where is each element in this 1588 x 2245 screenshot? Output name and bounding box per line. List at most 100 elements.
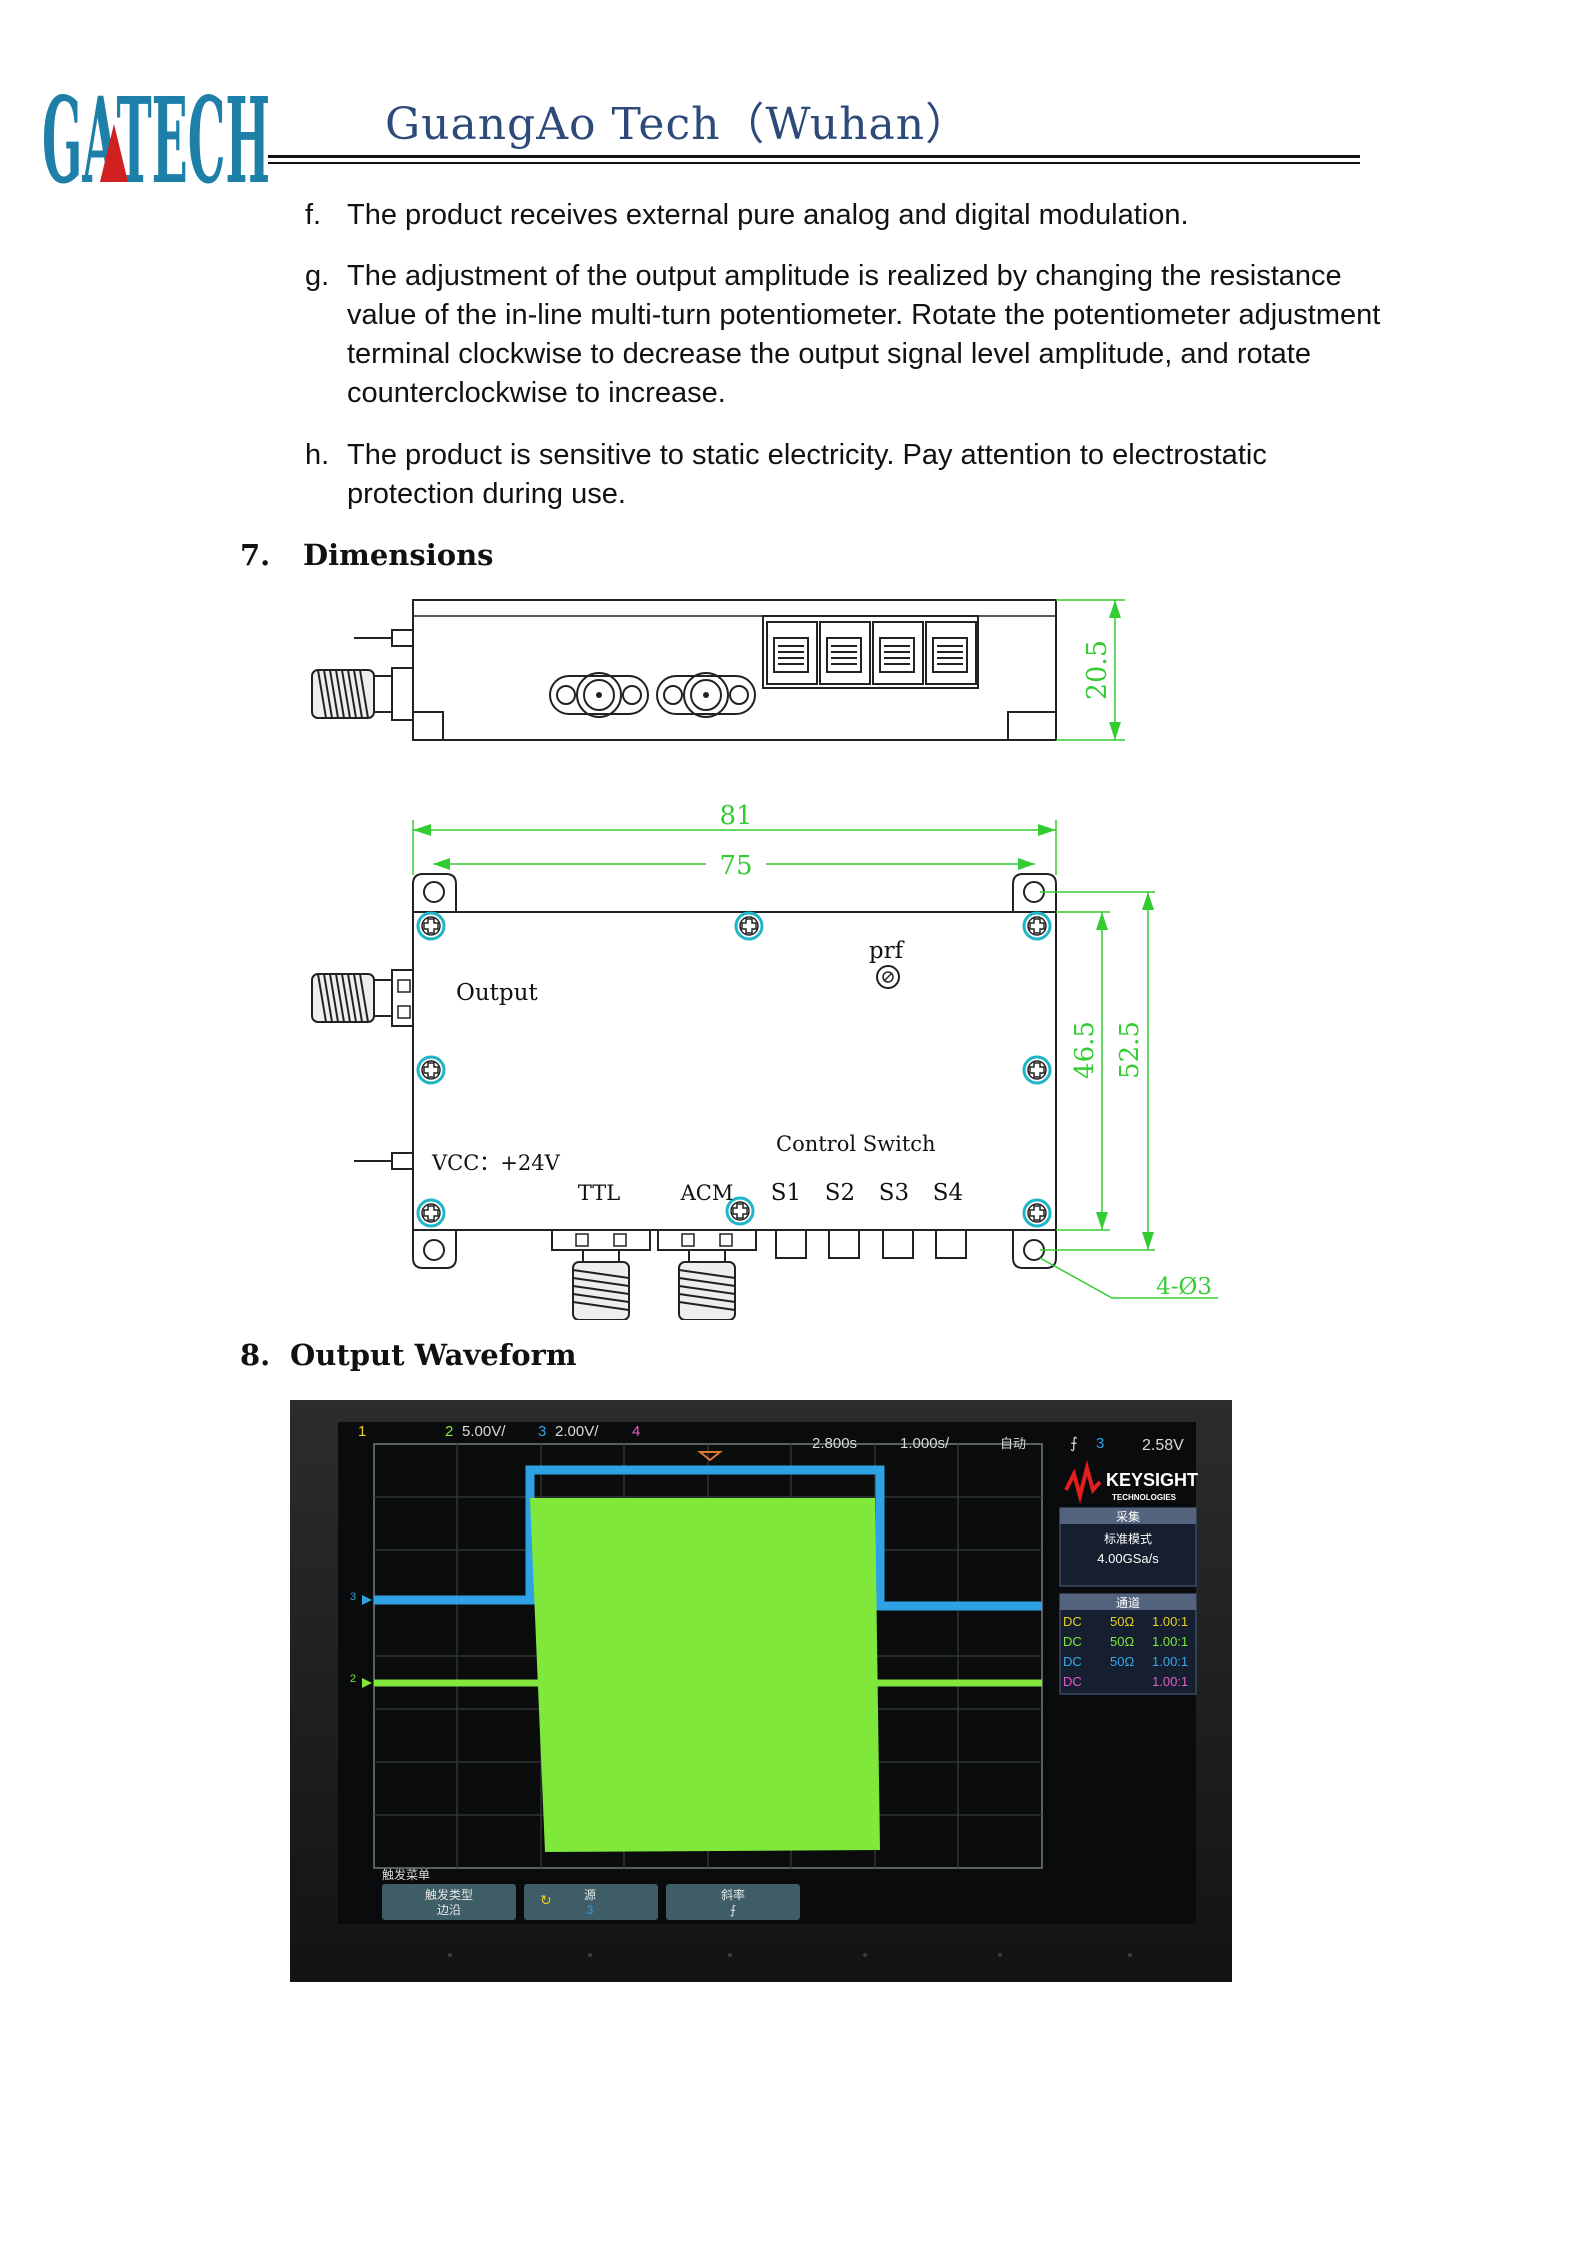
item-text: The product receives external pure analo… <box>347 199 1189 231</box>
s3-label: S3 <box>879 1180 909 1206</box>
item-text: The product is sensitive to static elect… <box>347 439 1267 510</box>
svg-text:DC: DC <box>1063 1614 1082 1629</box>
channel-row: DC 50Ω 1.00:1 <box>1063 1654 1188 1669</box>
brand-sub: TECHNOLOGIES <box>1112 1493 1177 1502</box>
softkey-trigger-type[interactable]: 触发类型 边沿 <box>382 1884 516 1920</box>
softkey-source[interactable]: ↻ 源 3 <box>524 1884 658 1920</box>
softkey-menu-title: 触发菜单 <box>382 1867 430 1882</box>
acq-title: 采集 <box>1116 1509 1140 1524</box>
sma-connector-icon <box>311 667 414 721</box>
section-title: Output Waveform <box>290 1338 577 1372</box>
ch2-label: 2 <box>445 1423 453 1440</box>
switch-icon <box>819 621 871 685</box>
acq-mode: 标准模式 <box>1104 1532 1152 1546</box>
channel-row: DC 50Ω 1.00:1 <box>1063 1634 1188 1649</box>
potentiometer-icon <box>876 965 900 989</box>
svg-text:DC: DC <box>1063 1634 1082 1649</box>
top-view-drawing: 81 75 prf Output <box>300 800 1220 1321</box>
time-delay: 2.800s <box>812 1435 857 1452</box>
logo-text: GATECH <box>42 84 270 194</box>
section-number: 8. <box>240 1338 271 1372</box>
svg-text:1.00:1: 1.00:1 <box>1152 1614 1188 1629</box>
dim-height: 20.5 <box>1082 640 1113 700</box>
dim-depth-outer: 52.5 <box>1115 1021 1145 1079</box>
ttl-label: TTL <box>578 1181 620 1205</box>
acquisition-mode: 自动 <box>1000 1436 1026 1451</box>
screw-icon <box>416 1055 446 1085</box>
ch4-label: 4 <box>632 1423 640 1440</box>
screw-icon <box>416 911 446 941</box>
control-switch-label: Control Switch <box>776 1132 936 1156</box>
screw-icon <box>1022 1198 1052 1228</box>
sma-connector-icon <box>551 1229 651 1321</box>
vcc-label: VCC：+24V <box>431 1151 561 1175</box>
screw-icon <box>734 911 764 941</box>
prf-label: prf <box>869 938 905 964</box>
s1-label: S1 <box>771 1180 801 1206</box>
dim-depth-inner: 46.5 <box>1070 1021 1100 1079</box>
svg-text:1.00:1: 1.00:1 <box>1152 1634 1188 1649</box>
screw-icon <box>1022 1055 1052 1085</box>
output-label: Output <box>456 980 538 1006</box>
list-item-h: h. The product is sensitive to static el… <box>305 436 1385 514</box>
svg-text:斜率: 斜率 <box>721 1887 745 1902</box>
channel-panel <box>1059 1593 1197 1695</box>
oscilloscope-screenshot: 3 2 1 2 5.00V/ 3 2.00V/ 4 2.800s 1.000s/… <box>290 1400 1232 1982</box>
ch2-scale: 5.00V/ <box>462 1423 506 1440</box>
s4-label: S4 <box>933 1180 963 1206</box>
side-view-drawing: 20.5 <box>300 590 1160 750</box>
trigger-channel: 3 <box>1096 1435 1104 1452</box>
company-logo: GATECH <box>42 71 272 210</box>
ch2-marker: 2 <box>350 1673 356 1685</box>
switch-icon <box>766 621 818 685</box>
s2-label: S2 <box>825 1180 855 1206</box>
section-title: Dimensions <box>303 538 494 572</box>
acq-rate: 4.00GSa/s <box>1097 1551 1159 1566</box>
list-item-f: f. The product receives external pure an… <box>305 196 1385 235</box>
svg-text:触发类型: 触发类型 <box>425 1887 473 1902</box>
ch1-label: 1 <box>358 1423 366 1440</box>
item-label: g. <box>305 260 330 292</box>
channel-row: DC 1.00:1 <box>1063 1674 1188 1689</box>
svg-text:50Ω: 50Ω <box>1110 1634 1134 1649</box>
ch2-modulated-envelope <box>530 1498 880 1852</box>
screw-icon <box>416 1198 446 1228</box>
time-scale: 1.000s/ <box>900 1435 950 1452</box>
dim-holes: 4-Ø3 <box>1156 1274 1212 1300</box>
dim-width-inner: 75 <box>719 851 752 881</box>
channel-row: DC 50Ω 1.00:1 <box>1063 1614 1188 1629</box>
bezel-buttons <box>448 1953 1132 1957</box>
screw-icon <box>725 1196 755 1226</box>
svg-text:边沿: 边沿 <box>437 1903 461 1917</box>
connector-icon <box>656 672 756 718</box>
svg-text:1.00:1: 1.00:1 <box>1152 1654 1188 1669</box>
ch3-scale: 2.00V/ <box>555 1423 599 1440</box>
trigger-level: 2.58V <box>1142 1437 1184 1454</box>
acm-label: ACM <box>680 1181 734 1205</box>
screw-icon <box>1022 911 1052 941</box>
section-waveform-heading: 8. Output Waveform <box>240 1338 577 1372</box>
brand-name: KEYSIGHT <box>1106 1470 1198 1490</box>
svg-text:50Ω: 50Ω <box>1110 1614 1134 1629</box>
chan-title: 通道 <box>1116 1596 1140 1610</box>
svg-text:DC: DC <box>1063 1654 1082 1669</box>
sma-connector-icon <box>657 1229 757 1321</box>
item-label: f. <box>305 199 322 231</box>
item-label: h. <box>305 439 330 471</box>
trigger-edge-icon: ⨍ <box>1070 1435 1078 1452</box>
header-rule <box>268 155 1360 158</box>
list-item-g: g. The adjustment of the output amplitud… <box>305 257 1385 413</box>
header-rule-thin <box>268 162 1360 164</box>
softkey-slope[interactable]: 斜率 ⨍ <box>666 1884 800 1920</box>
ch3-label: 3 <box>538 1423 546 1440</box>
connector-icon <box>549 672 649 718</box>
keysight-logo-icon <box>1064 1460 1102 1504</box>
item-text: The adjustment of the output amplitude i… <box>347 260 1381 409</box>
svg-text:源: 源 <box>584 1888 596 1902</box>
rising-edge-icon: ⨍ <box>730 1903 736 1917</box>
switch-icon <box>925 621 977 685</box>
svg-text:DC: DC <box>1063 1674 1082 1689</box>
svg-text:1.00:1: 1.00:1 <box>1152 1674 1188 1689</box>
ch3-trace <box>374 1465 1042 1611</box>
svg-text:50Ω: 50Ω <box>1110 1654 1134 1669</box>
